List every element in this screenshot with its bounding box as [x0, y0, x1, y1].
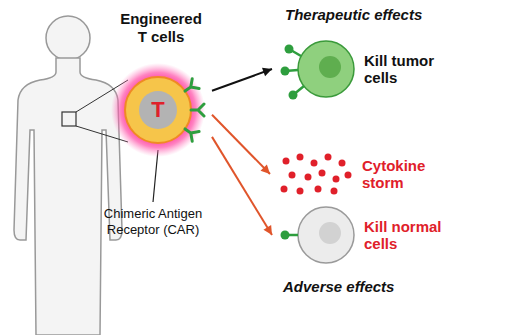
section-heading: Adverse effects: [283, 278, 394, 296]
effect-arrow: [212, 137, 272, 235]
car-receptor: [182, 124, 200, 141]
effect-text: Cytokine storm: [362, 157, 450, 192]
effect-text: Kill tumor cells: [364, 52, 452, 87]
effect-text: Kill normal cells: [364, 218, 456, 253]
sample-square: [62, 112, 76, 126]
cytokine-dots: [276, 151, 356, 197]
tumor-cell-icon: [278, 34, 358, 104]
cell-node: Kill normal cells: [278, 200, 456, 270]
cell-nucleus: [139, 91, 177, 129]
car-receptor: [191, 104, 204, 116]
effect-arrow: [212, 68, 272, 91]
receptor-label: Chimeric Antigen Receptor (CAR): [92, 206, 214, 237]
t-cell: T: [110, 62, 206, 158]
cell-membrane: [125, 77, 191, 143]
human-body: [14, 58, 122, 335]
human-head: [46, 16, 90, 60]
cell-node: Kill tumor cells: [278, 34, 452, 104]
cell-letter: T: [151, 97, 164, 122]
cell-node: Cytokine storm: [276, 151, 450, 197]
cell-title: Engineered T cells: [116, 10, 206, 46]
section-heading: Therapeutic effects: [285, 6, 422, 24]
leader-line: [153, 150, 158, 202]
effect-arrow: [212, 115, 270, 174]
normal-cell-icon: [278, 200, 358, 270]
car-receptor: [182, 79, 200, 96]
cell-glow: [111, 63, 205, 157]
